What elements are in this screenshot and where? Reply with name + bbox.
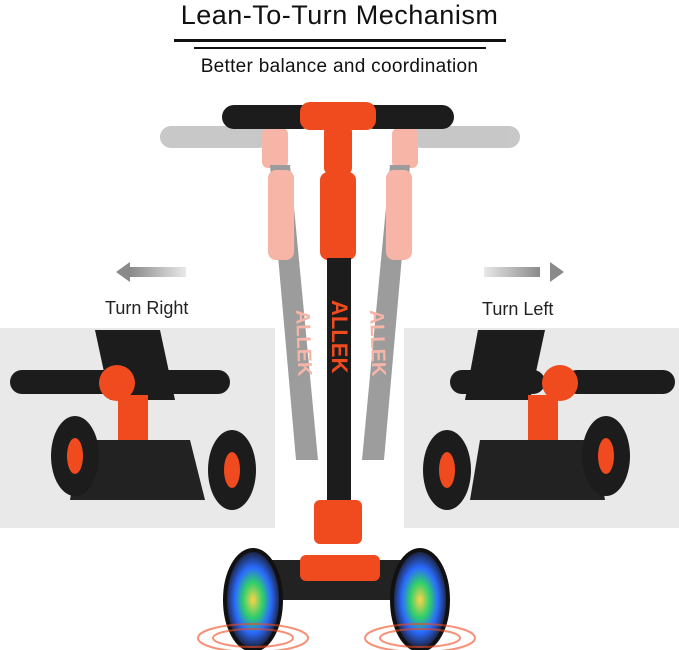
ghost-handlebar-right: ALLEK: [362, 126, 520, 460]
ghost-handlebar-left: ALLEK: [160, 126, 318, 460]
turn-left-label: Turn Left: [482, 299, 554, 319]
title-underline-secondary: [194, 47, 486, 49]
light-up-wheel-left: [223, 548, 283, 650]
svg-text:ALLEK: ALLEK: [365, 309, 389, 377]
page-subtitle: Better balance and coordination: [200, 56, 479, 77]
light-up-wheel-right: [390, 548, 450, 650]
turn-left-detail: [423, 330, 675, 510]
svg-text:ALLEK: ALLEK: [291, 309, 315, 377]
brand-logo: ALLEK: [327, 300, 352, 373]
page-title: Lean-To-Turn Mechanism: [180, 0, 499, 30]
arrow-left-icon: [116, 262, 186, 282]
arrow-right-icon: [484, 262, 564, 282]
title-underline: [174, 39, 506, 42]
wheel-light-ripples: [197, 623, 476, 650]
main-scooter: ALLEK: [222, 102, 454, 600]
turn-right-detail: [10, 330, 256, 510]
turn-right-label: Turn Right: [105, 298, 189, 318]
